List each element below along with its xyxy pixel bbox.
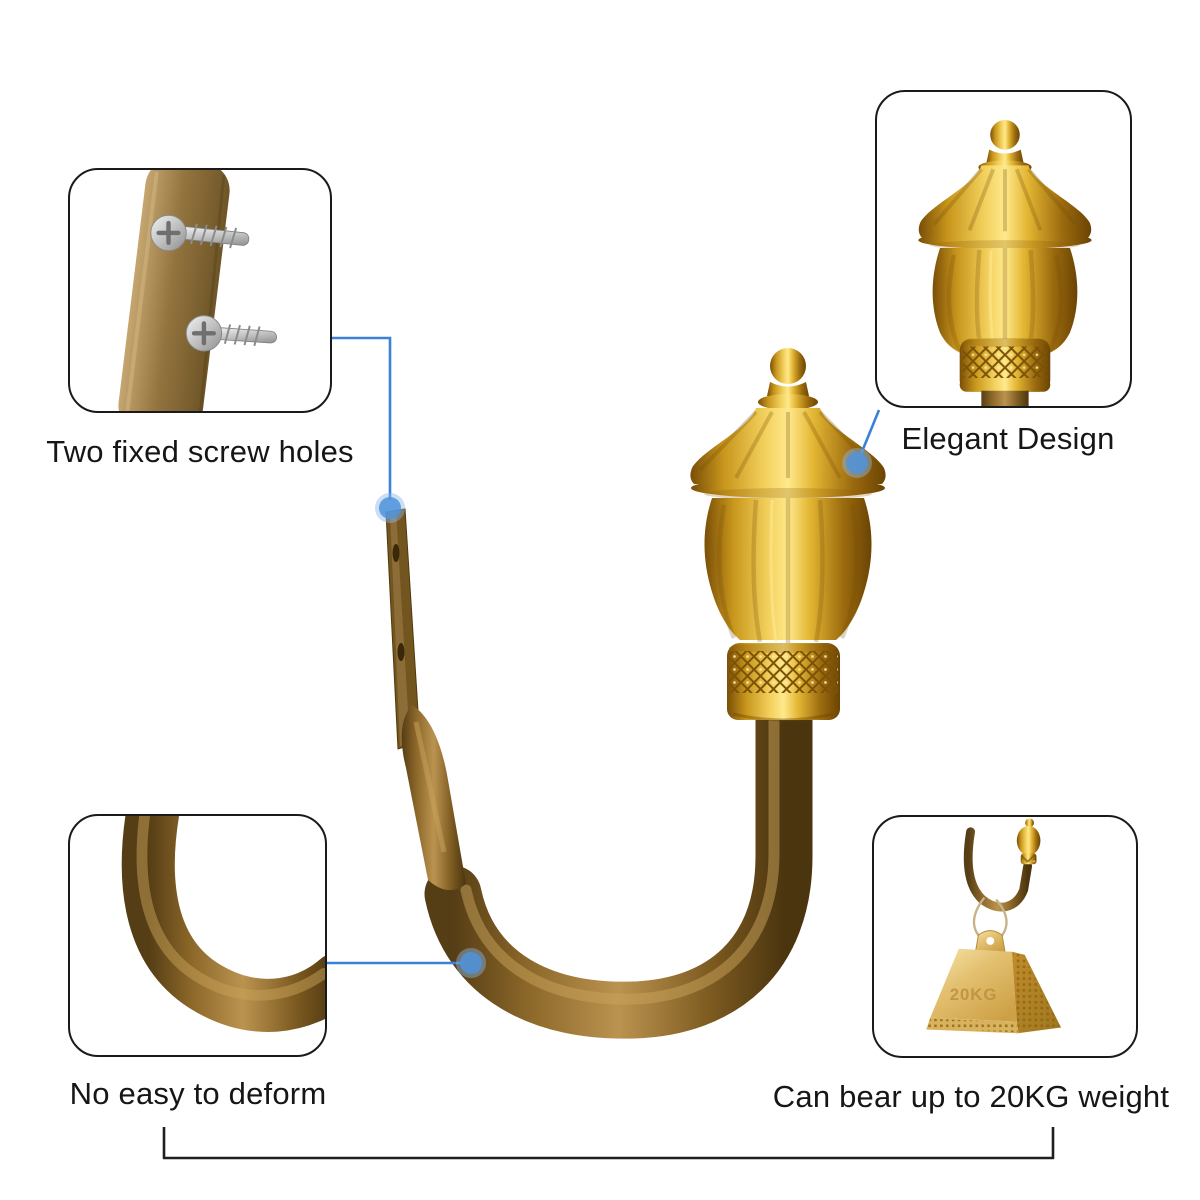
callout-box-screw-holes bbox=[68, 168, 332, 413]
finial bbox=[690, 348, 886, 643]
bottom-bracket bbox=[162, 1127, 1055, 1160]
finial-closeup bbox=[918, 120, 1092, 406]
knurled-collar bbox=[727, 643, 840, 722]
caption-no-deform: No easy to deform bbox=[69, 1076, 327, 1111]
callout-box-no-deform bbox=[68, 814, 327, 1057]
weight-20kg: 20KG bbox=[926, 930, 1062, 1034]
weight-value-label: 20KG bbox=[950, 985, 998, 1004]
callout-box-elegant-design bbox=[875, 90, 1132, 408]
caption-elegant-design: Elegant Design bbox=[901, 421, 1115, 456]
hook-curve-closeup bbox=[121, 816, 325, 1032]
mini-hook bbox=[963, 818, 1041, 912]
caption-bear-weight: Can bear up to 20KG weight bbox=[772, 1079, 1170, 1114]
marker-dot-finial bbox=[842, 448, 872, 478]
leader-line-screw-holes bbox=[332, 336, 392, 500]
marker-dot-curve bbox=[456, 948, 486, 978]
caption-screw-holes: Two fixed screw holes bbox=[46, 434, 354, 469]
hook-curve bbox=[401, 683, 813, 1039]
callout-illustration-screw-holes bbox=[118, 170, 277, 411]
callout-illustration-no-deform bbox=[121, 816, 325, 1032]
bracket-plate bbox=[118, 170, 230, 411]
leader-lines bbox=[327, 336, 881, 965]
curtain-hook-product bbox=[385, 348, 886, 1039]
screw-bottom bbox=[185, 315, 277, 352]
screw-top bbox=[150, 214, 250, 252]
callout-illustration-elegant-design bbox=[918, 120, 1092, 406]
callout-box-bear-weight: 20KG bbox=[872, 815, 1138, 1058]
callout-illustration-bear-weight: 20KG bbox=[926, 818, 1062, 1034]
marker-dot-bracket bbox=[375, 493, 405, 523]
marker-dots bbox=[375, 448, 872, 978]
leader-line-elegant-design bbox=[857, 409, 881, 460]
